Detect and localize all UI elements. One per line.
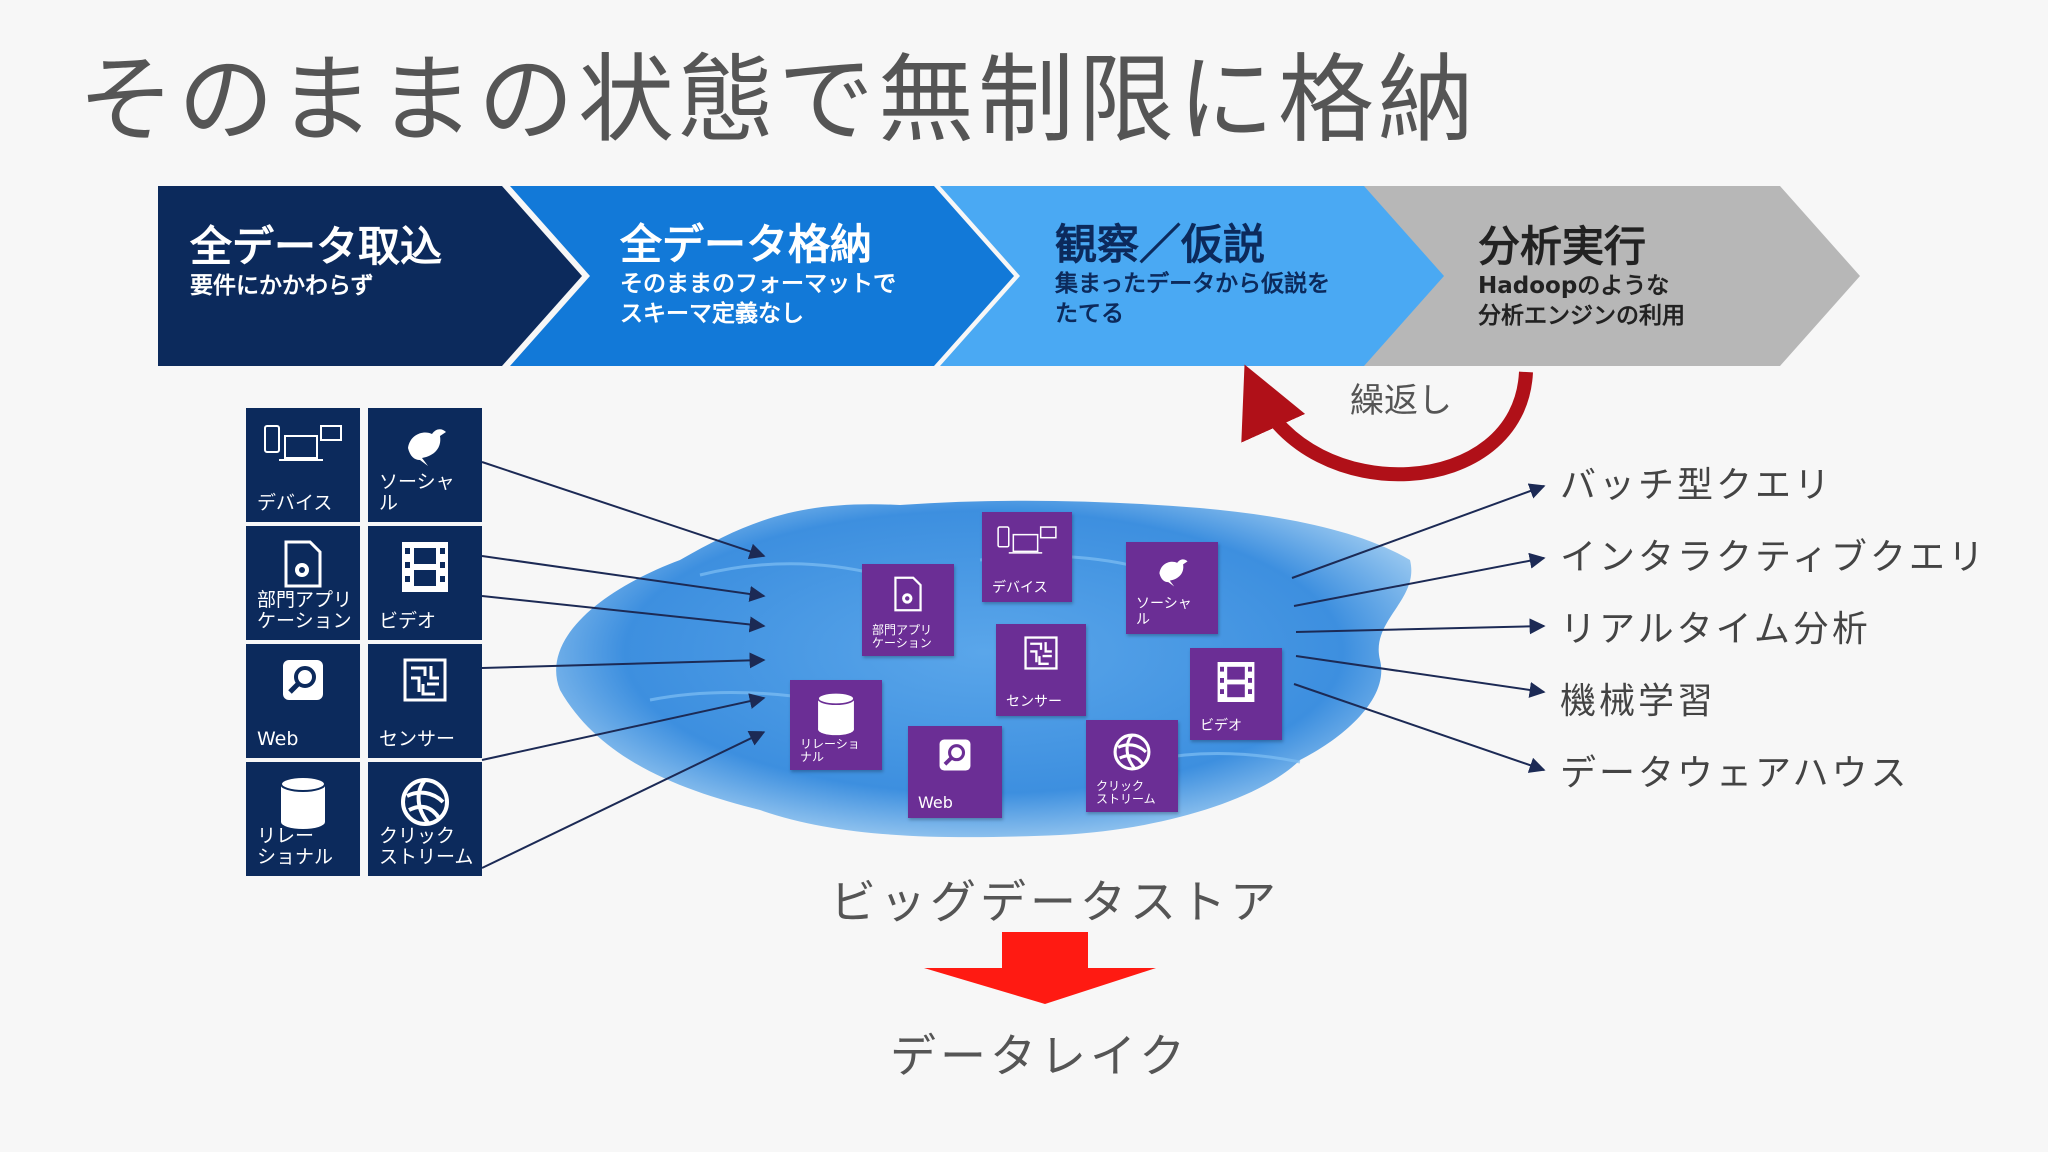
- stage-analyze: 分析実行 Hadoopのような 分析エンジンの利用: [1478, 222, 1685, 331]
- lake-tile-clickstream: クリックストリーム: [1086, 720, 1178, 812]
- tile-label: 部門アプリケーション: [257, 589, 353, 633]
- down-arrow: [924, 932, 1156, 1004]
- big-data-store-label: ビッグデータストア: [830, 875, 1280, 929]
- lake-tile-department-app: 部門アプリケーション: [862, 564, 954, 656]
- devices-icon: [982, 524, 1072, 566]
- stage-title: 全データ格納: [620, 220, 873, 269]
- repeat-arrow: [1241, 364, 1533, 482]
- tile-label: ビデオ: [1200, 717, 1242, 734]
- app-document-icon: [862, 576, 954, 616]
- output-machine-learning: 機械学習: [1560, 681, 1717, 722]
- lake-tile-sensor: センサー: [996, 624, 1086, 716]
- app-document-icon: [246, 540, 360, 592]
- stage-3-chevron: [940, 186, 1444, 366]
- devices-icon: [246, 422, 360, 476]
- stage-description: 集まったデータから仮説を たてる: [1055, 271, 1331, 327]
- circuit-icon: [996, 636, 1086, 674]
- stage-title: 全データ取込: [190, 222, 443, 271]
- stage-4-chevron: [1362, 186, 1860, 366]
- tile-label: ソーシャル: [1136, 596, 1192, 628]
- stage-store: 全データ格納 そのままのフォーマットで スキーマ定義なし: [620, 220, 896, 329]
- database-icon: [246, 776, 360, 834]
- globe-icon: [1086, 732, 1178, 776]
- film-icon: [368, 540, 482, 598]
- input-connectors: [481, 461, 766, 869]
- source-tile-video: ビデオ: [368, 526, 482, 640]
- source-tile-clickstream: クリックストリーム: [368, 762, 482, 876]
- tile-label: ビデオ: [379, 610, 437, 633]
- stage-observe: 観察／仮説 集まったデータから仮説を たてる: [1055, 220, 1330, 329]
- tile-label: クリックストリーム: [1096, 778, 1156, 806]
- globe-icon: [368, 776, 482, 832]
- tile-label: 部門アプリケーション: [872, 622, 933, 650]
- tile-label: センサー: [379, 728, 456, 751]
- tile-label: デバイス: [992, 579, 1048, 596]
- tile-label: デバイス: [257, 492, 333, 515]
- lake-tile-web: Web: [908, 726, 1002, 818]
- magnifier-icon: [246, 658, 360, 706]
- database-icon: [790, 692, 882, 740]
- stage-ingest: 全データ取込 要件にかかわらず: [190, 222, 442, 302]
- stage-description: そのままのフォーマットで スキーマ定義なし: [620, 271, 896, 327]
- source-tile-relational: リレーショナル: [246, 762, 360, 876]
- slide-title: そのままの状態で無制限に格納: [78, 44, 1478, 156]
- tile-label: リレーショナル: [257, 825, 334, 869]
- source-tile-social: ソーシャル: [368, 408, 482, 522]
- lake-tile-devices: デバイス: [982, 512, 1072, 602]
- tile-label: リレーショナル: [800, 736, 860, 764]
- tile-label: Web: [918, 793, 953, 813]
- bird-icon: [1126, 554, 1218, 592]
- tile-label: Web: [257, 728, 299, 751]
- source-tile-department-app: 部門アプリケーション: [246, 526, 360, 640]
- output-realtime-analysis: リアルタイム分析: [1560, 609, 1871, 650]
- output-connectors: [1291, 483, 1546, 773]
- output-batch-query: バッチ型クエリ: [1560, 465, 1834, 506]
- source-tile-web: Web: [246, 644, 360, 758]
- lake-tile-video: ビデオ: [1190, 648, 1282, 740]
- bird-icon: [368, 422, 482, 472]
- circuit-icon: [368, 658, 482, 706]
- stage-2-chevron: [510, 186, 1014, 366]
- output-data-warehouse: データウェアハウス: [1560, 753, 1910, 794]
- stage-1-chevron: [158, 186, 582, 366]
- tile-label: センサー: [1006, 693, 1062, 710]
- stage-description: Hadoopのような 分析エンジンの利用: [1478, 273, 1685, 329]
- stage-title: 観察／仮説: [1055, 220, 1266, 269]
- film-icon: [1190, 660, 1282, 708]
- stage-title: 分析実行: [1478, 222, 1647, 271]
- lake-tile-relational: リレーショナル: [790, 680, 882, 770]
- source-tile-devices: デバイス: [246, 408, 360, 522]
- tile-label: クリックストリーム: [379, 825, 474, 869]
- data-lake-label: データレイク: [890, 1029, 1190, 1083]
- source-tile-sensor: センサー: [368, 644, 482, 758]
- lake-tile-social: ソーシャル: [1126, 542, 1218, 634]
- stage-description: 要件にかかわらず: [190, 273, 374, 300]
- tile-label: ソーシャル: [379, 471, 455, 515]
- magnifier-icon: [908, 738, 1002, 776]
- output-interactive-query: インタラクティブクエリ: [1560, 537, 1987, 578]
- repeat-label: 繰返し: [1350, 381, 1452, 421]
